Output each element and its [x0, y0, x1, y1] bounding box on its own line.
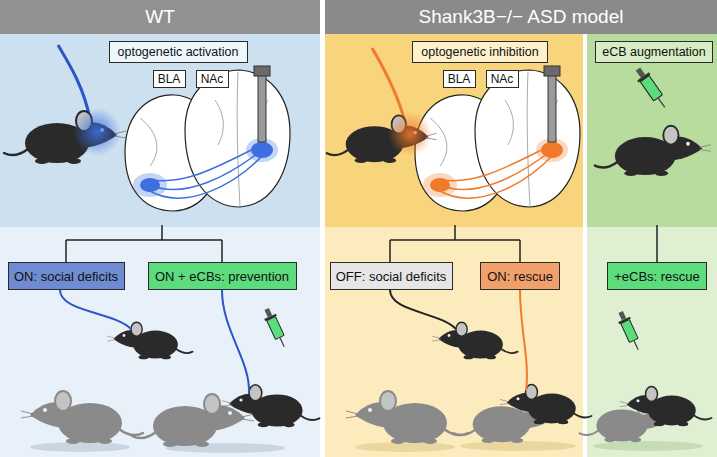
- panel: WT optogenetic activationBLA NAcON: social…: [0, 0, 320, 457]
- box-label: optogenetic inhibition: [421, 45, 538, 59]
- label-box: ON + eCBs: prevention: [148, 262, 297, 290]
- box-label: optogenetic activation: [118, 45, 239, 59]
- upper-mice: [4, 45, 711, 176]
- label-box: OFF: social deficits: [330, 262, 453, 290]
- panel: Shank3B−/− ASD model optogenetic inhibiti…: [325, 0, 717, 457]
- upper-mice-part: [632, 65, 671, 112]
- panel-heading: WT: [0, 0, 320, 34]
- lower-scenes-part: [30, 442, 130, 452]
- box-label: ON: rescue: [487, 269, 553, 284]
- lower-scenes-part: [222, 290, 249, 392]
- branch-lines: [66, 225, 657, 262]
- label-box: ON: rescue: [480, 262, 560, 290]
- brain-slices-part: [415, 66, 580, 211]
- upper-mice-part: [58, 45, 90, 120]
- box-label: BLA: [158, 72, 181, 86]
- box-label: BLA: [448, 72, 471, 86]
- lower-scenes: [21, 290, 712, 453]
- label-box: BLA: [443, 70, 476, 88]
- panel-backgrounds: [0, 34, 717, 457]
- branch-lines-part: [66, 225, 222, 262]
- lower-scenes-part: [21, 391, 143, 444]
- panel-backgrounds-part: [0, 227, 320, 457]
- upper-mice-part: [372, 48, 405, 122]
- upper-mice-part: [388, 112, 432, 156]
- label-box: NAc: [486, 70, 519, 88]
- label-box: optogenetic activation: [109, 41, 248, 63]
- lower-scenes-part: [593, 441, 703, 451]
- branch-lines-part: [656, 225, 658, 262]
- lower-scenes-part: [355, 442, 455, 452]
- box-label: OFF: social deficits: [336, 269, 447, 284]
- upper-mice-part: [595, 126, 711, 176]
- brain-slices: [125, 66, 580, 211]
- lower-scenes-part: [390, 290, 456, 329]
- lower-scenes-part: [500, 385, 592, 425]
- panel-backgrounds-part: [587, 34, 717, 227]
- box-label: NAc: [201, 72, 224, 86]
- upper-mice-part: [73, 108, 121, 156]
- brain-slices-part: [125, 66, 290, 211]
- box-label: ON + eCBs: prevention: [155, 269, 289, 284]
- lower-scenes-part: [520, 290, 527, 391]
- lower-scenes-part: [346, 391, 468, 444]
- box-label: +eCBs: rescue: [614, 269, 700, 284]
- label-box: BLA: [153, 70, 186, 88]
- lower-scenes-part: [60, 290, 131, 329]
- panel-backgrounds-part: [325, 34, 583, 227]
- label-box: +eCBs: rescue: [607, 262, 707, 290]
- branch-lines-part: [390, 225, 520, 262]
- label-box: eCB augmentation: [595, 41, 713, 63]
- label-box: NAc: [196, 70, 229, 88]
- label-box: ON: social deficits: [8, 262, 125, 290]
- lower-scenes-part: [261, 306, 290, 349]
- lower-scenes-part: [620, 387, 712, 427]
- panel-heading: Shank3B−/− ASD model: [325, 0, 717, 34]
- lower-scenes-part: [107, 322, 192, 359]
- lower-scenes-part: [432, 322, 517, 359]
- panel-backgrounds-part: [0, 34, 320, 227]
- box-label: eCB augmentation: [602, 45, 706, 59]
- label-box: optogenetic inhibition: [412, 41, 548, 63]
- box-label: NAc: [491, 72, 514, 86]
- lower-scenes-part: [222, 385, 320, 427]
- box-label: ON: social deficits: [14, 269, 118, 284]
- lower-scenes-part: [615, 309, 644, 352]
